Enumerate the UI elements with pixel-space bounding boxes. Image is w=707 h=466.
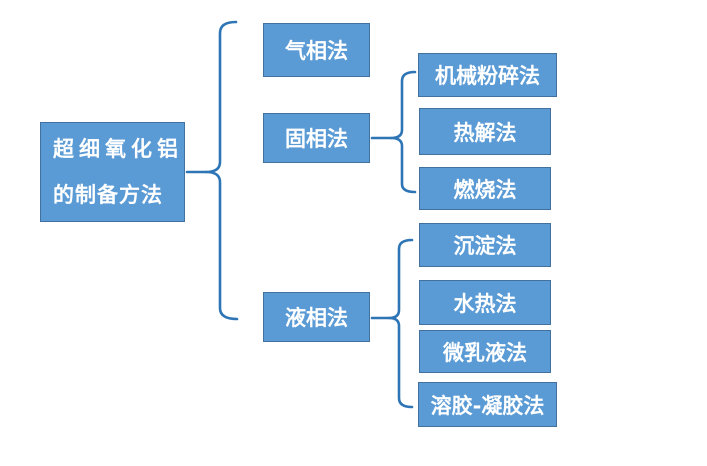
gas-phase-label: 气相法 bbox=[285, 39, 348, 63]
root-label-line2: 的制备方法 bbox=[53, 182, 163, 207]
node-pyrolysis: 热解法 bbox=[419, 108, 551, 155]
solid-phase-label: 固相法 bbox=[285, 127, 348, 151]
node-hydrothermal: 水热法 bbox=[419, 280, 551, 325]
precipitation-label: 沉淀法 bbox=[453, 234, 517, 258]
sol-gel-label: 溶胶-凝胶法 bbox=[430, 393, 545, 418]
node-root: 超细氧化铝 的制备方法 bbox=[40, 122, 185, 222]
mechanical-crushing-label: 机械粉碎法 bbox=[435, 64, 540, 88]
node-liquid-phase: 液相法 bbox=[263, 292, 370, 342]
liquid-brace bbox=[387, 238, 414, 409]
node-precipitation: 沉淀法 bbox=[419, 223, 551, 267]
root-brace bbox=[204, 20, 239, 321]
node-gas-phase: 气相法 bbox=[263, 23, 370, 77]
node-combustion: 燃烧法 bbox=[419, 167, 551, 210]
combustion-label: 燃烧法 bbox=[453, 177, 517, 202]
hydrothermal-label: 水热法 bbox=[453, 291, 517, 316]
node-sol-gel: 溶胶-凝胶法 bbox=[418, 382, 557, 427]
liquid-phase-label: 液相法 bbox=[285, 306, 348, 330]
solid-brace bbox=[389, 70, 417, 194]
node-mechanical-crushing: 机械粉碎法 bbox=[418, 53, 557, 97]
node-microemulsion: 微乳液法 bbox=[419, 330, 551, 373]
node-solid-phase: 固相法 bbox=[263, 113, 370, 163]
microemulsion-label: 微乳液法 bbox=[443, 340, 527, 365]
pyrolysis-label: 热解法 bbox=[453, 120, 517, 145]
root-label-line1: 超细氧化铝 bbox=[53, 136, 183, 161]
